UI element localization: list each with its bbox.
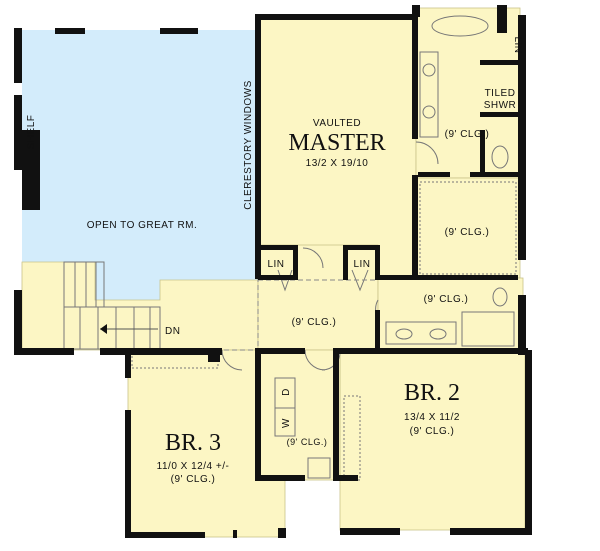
master-linen-label: LIN [512,36,523,53]
shelf-label: SHELF [26,115,37,150]
master-vaulted-label: VAULTED [313,118,361,129]
walk-in-closet [415,177,521,279]
hallway [257,244,379,351]
br2-name: BR. 2 [404,380,460,406]
hall-ceiling: (9' CLG.) [292,317,337,328]
master-bedroom [257,17,417,281]
master-vanity [419,51,439,138]
laundry-sink [307,457,331,479]
closet-rods [419,181,517,275]
master-bath-ceiling: (9' CLG.) [445,129,490,140]
hall-linen-2-label: LIN [353,259,370,270]
clerestory-windows-label: CLERESTORY WINDOWS [243,80,254,210]
dryer-label: D [281,388,292,396]
master-toilet [491,145,509,169]
master-name: MASTER [288,130,385,156]
br3-name: BR. 3 [165,430,221,456]
tiled-shower-label-2: SHWR [484,100,517,111]
hall-toilet [492,287,508,307]
open-to-great-room-area [22,30,258,300]
washer-label: W [281,418,292,428]
washer [274,407,296,437]
stair-down-label: DN [165,326,180,337]
staircase[interactable] [63,261,161,350]
master-size: 13/2 X 19/10 [306,158,369,169]
bathtub [431,15,489,37]
hall-bath-ceiling: (9' CLG.) [424,294,469,305]
hall-bath [377,277,524,351]
closet-ceiling: (9' CLG.) [445,227,490,238]
stair-arrow-icon [100,324,107,334]
hall-vanity [385,321,457,345]
hall-linen-1-label: LIN [267,259,284,270]
laundry-ceiling: (9' CLG.) [287,437,328,447]
bedroom-2 [339,349,526,531]
br3-ceiling: (9' CLG.) [171,474,216,485]
tiled-shower-label-1: TILED [485,88,516,99]
walls [14,5,532,538]
br2-ceiling: (9' CLG.) [410,426,455,437]
hall-tub [461,311,515,347]
open-to-great-room-label: OPEN TO GREAT RM. [87,220,198,231]
br2-size: 13/4 X 11/2 [404,412,460,423]
br3-size: 11/0 X 12/4 +/- [157,461,230,472]
